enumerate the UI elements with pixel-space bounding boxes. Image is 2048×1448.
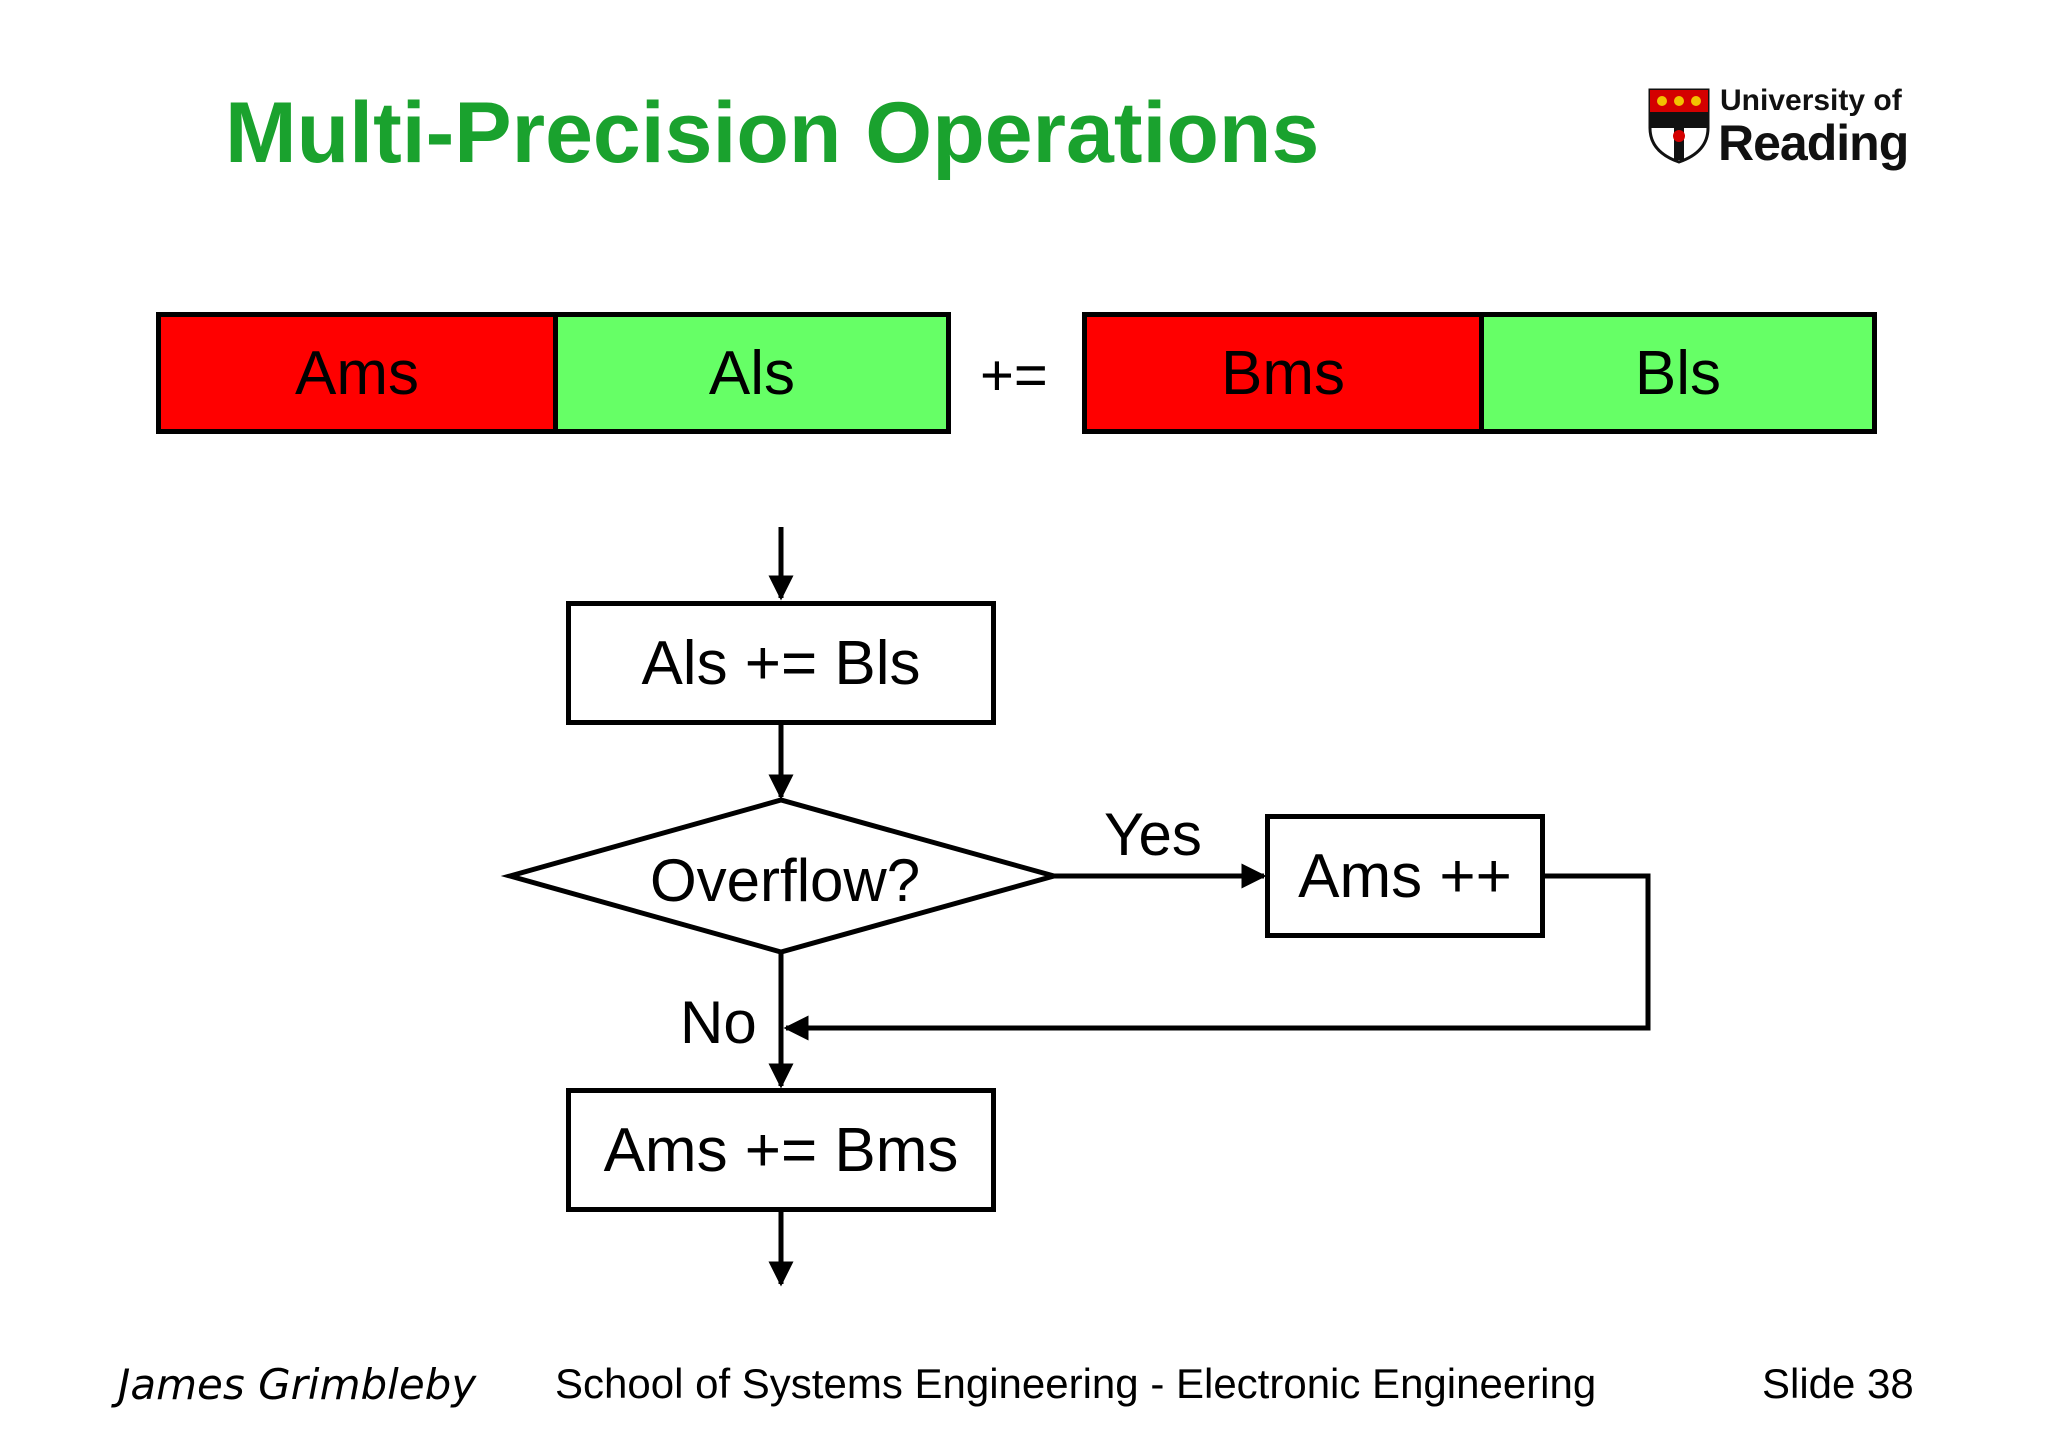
- register-a-ms: Ams: [156, 312, 558, 434]
- yes-label: Yes: [1104, 801, 1202, 868]
- footer-school: School of Systems Engineering - Electron…: [555, 1360, 1597, 1407]
- decision-label: Overflow?: [650, 847, 921, 914]
- footer-slide-number: Slide 38: [1762, 1360, 1914, 1407]
- page-title: Multi-Precision Operations: [225, 85, 1320, 181]
- footer-author: James Grimbleby: [118, 1360, 477, 1409]
- register-a-ls: Als: [553, 312, 951, 434]
- register-b-ms: Bms: [1082, 312, 1484, 434]
- register-b-ls: Bls: [1479, 312, 1877, 434]
- logo-line-1: University of: [1720, 84, 1902, 117]
- loop-back-arrow: [783, 873, 1651, 1041]
- logo-line-2: Reading: [1718, 115, 1909, 171]
- university-logo: University of Reading: [1648, 84, 1909, 171]
- add-assign-operator: +=: [980, 343, 1048, 408]
- step-increment-high-word: Ams ++: [1265, 814, 1545, 938]
- no-label: No: [680, 989, 757, 1056]
- crest-icon: [1648, 88, 1710, 164]
- step-add-high-words: Ams += Bms: [566, 1088, 996, 1212]
- step-add-low-words: Als += Bls: [566, 601, 996, 725]
